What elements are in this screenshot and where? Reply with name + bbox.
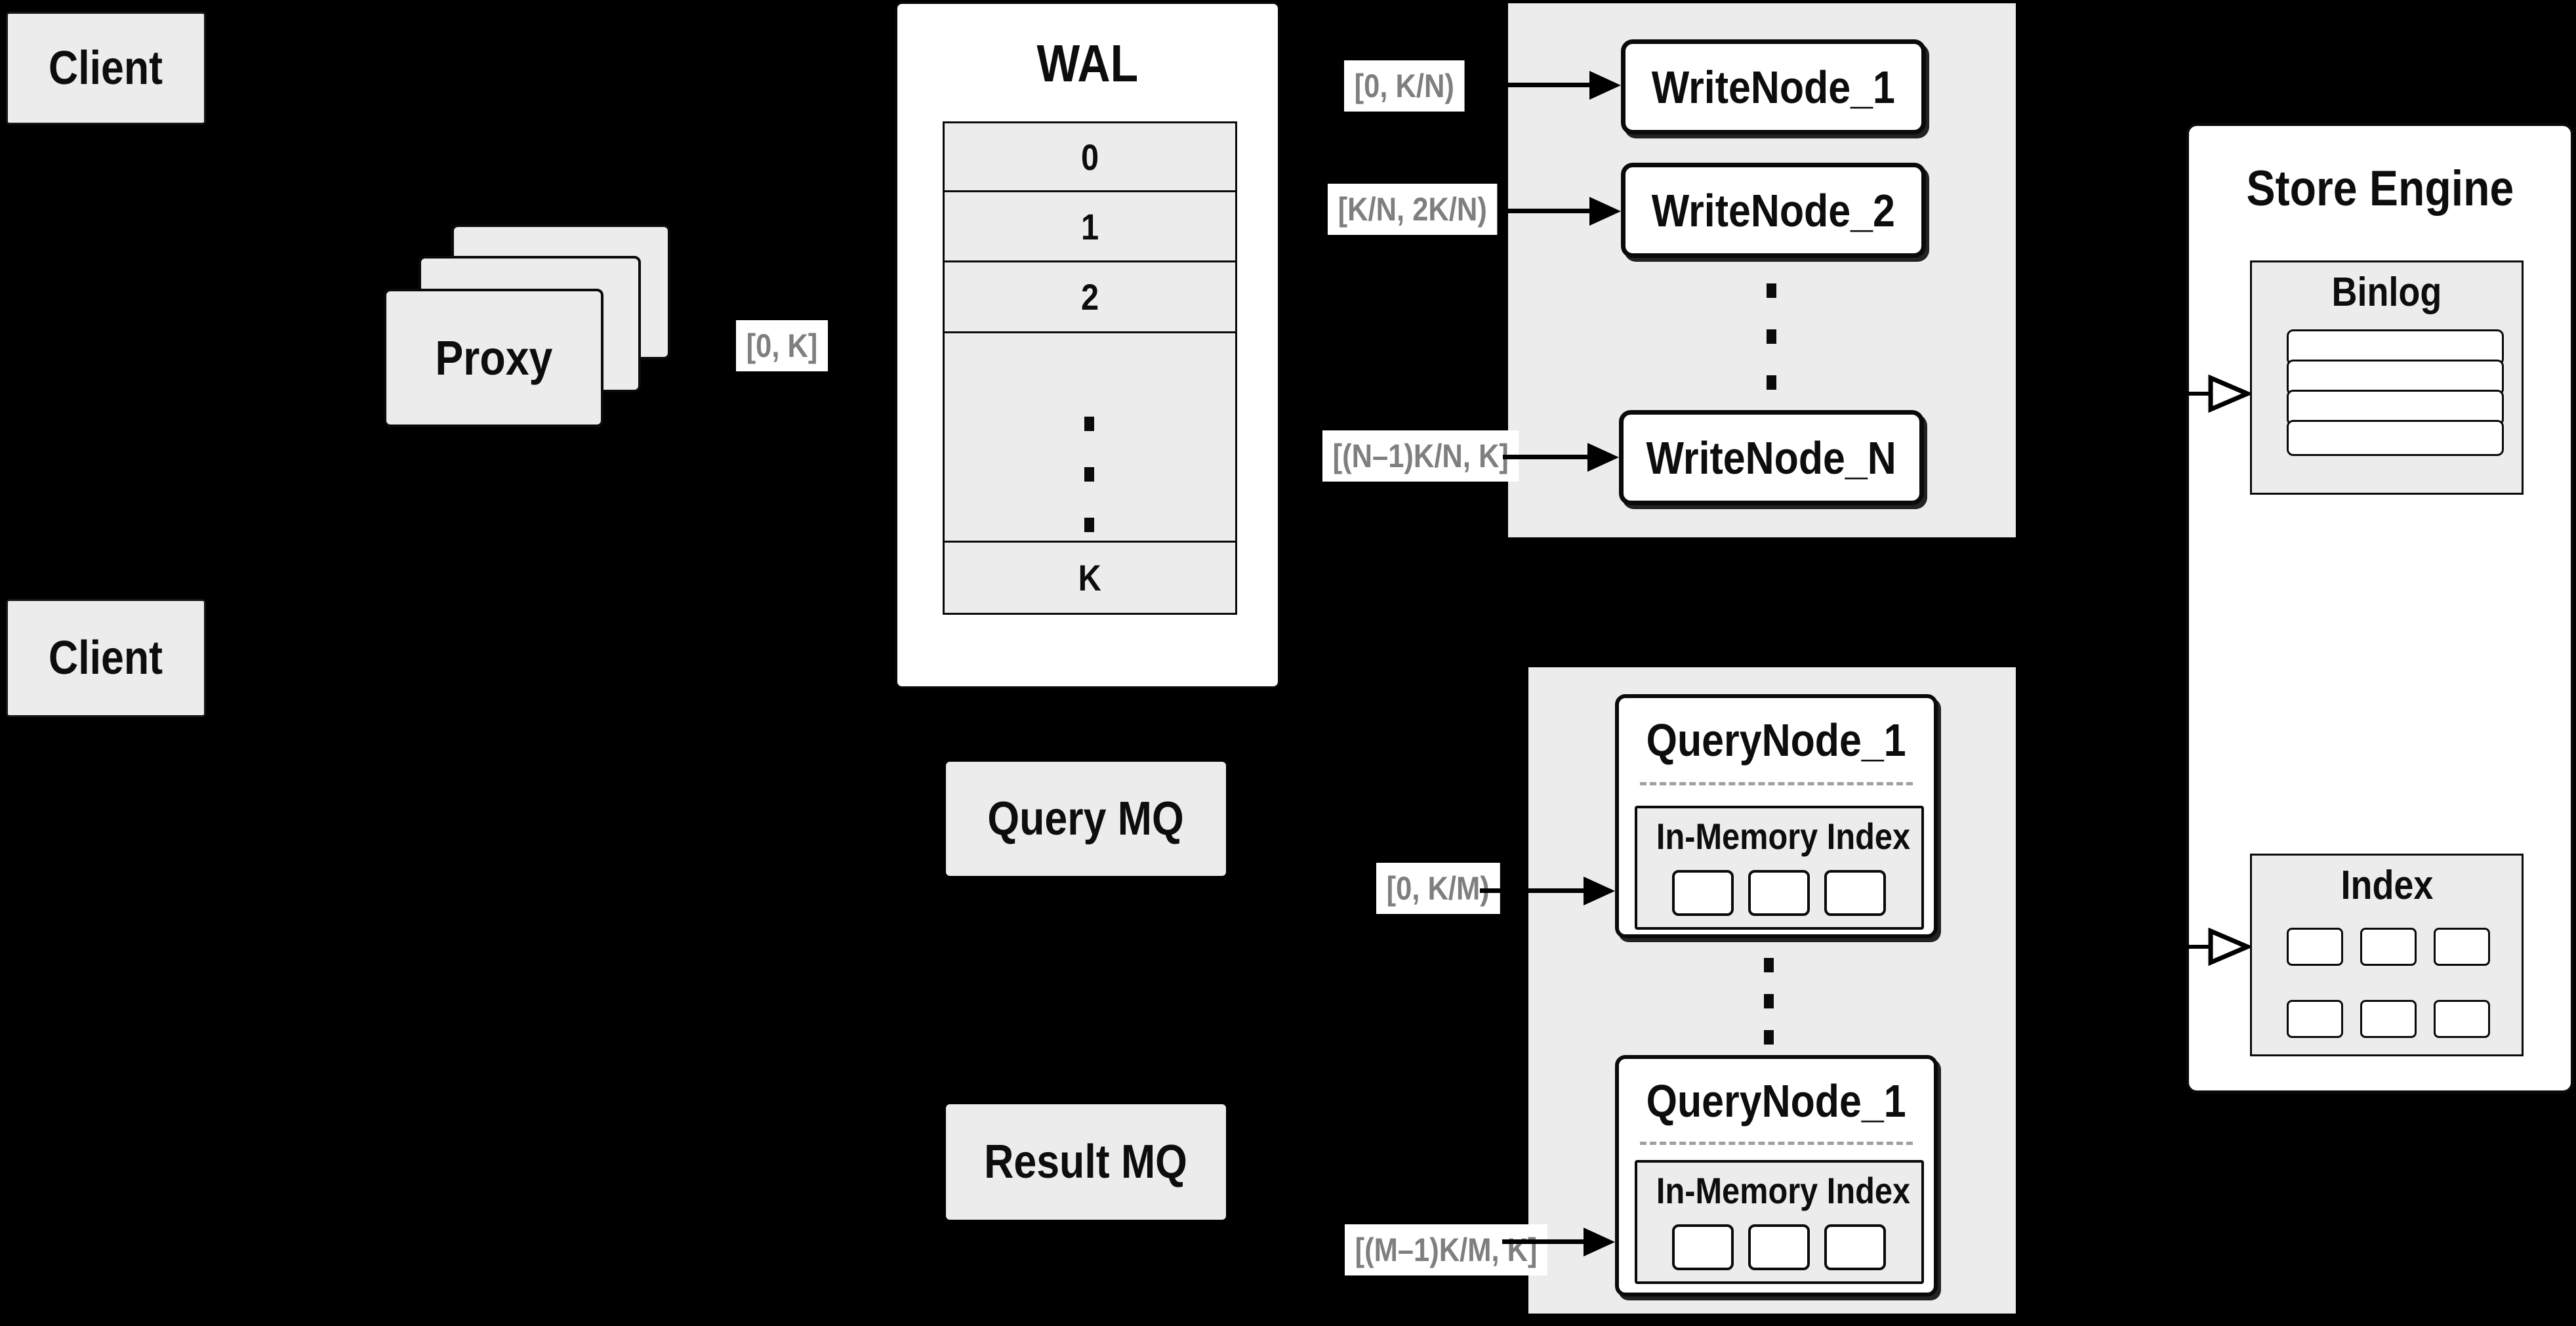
binlog-bar (2287, 420, 2504, 456)
arrow-to-query-node-1 (1480, 888, 1584, 893)
arrow-to-write-node-n (1503, 455, 1587, 459)
index-cell (2434, 1000, 2490, 1038)
in-memory-index-1-title: In-Memory Index (1656, 816, 1911, 857)
result-mq-label: Result MQ (984, 1136, 1188, 1188)
memory-segment (1672, 1224, 1734, 1270)
wal-segment-2: 2 (943, 260, 1237, 333)
range-label-write-node-2: [K/N, 2K/N) (1328, 184, 1498, 235)
arrow-to-query-node-2 (1502, 1239, 1584, 1244)
hollow-arrowhead-to-index (2208, 927, 2250, 966)
in-memory-index-1: In-Memory Index (1635, 806, 1924, 930)
write-node-ellipsis-dot (1767, 329, 1776, 344)
range-label-write-node-n: [(N–1)K/N, K] (1322, 430, 1519, 482)
in-memory-index-2: In-Memory Index (1635, 1160, 1924, 1284)
query-node-2-divider (1640, 1142, 1913, 1145)
client-bottom-label: Client (49, 632, 163, 684)
memory-segment (1824, 870, 1886, 916)
query-node-ellipsis-dot (1764, 994, 1774, 1008)
index-cell (2287, 928, 2343, 966)
query-node-ellipsis-dot (1764, 1030, 1774, 1045)
query-node-1: QueryNode_1 In-Memory Index (1615, 694, 1938, 938)
wal-box: WAL 0 1 2 K (895, 2, 1280, 688)
query-node-1-title: QueryNode_1 (1646, 715, 1906, 766)
wal-segment-0: 0 (943, 121, 1237, 192)
wal-ellipsis-row (943, 331, 1237, 543)
query-node-2-title: QueryNode_1 (1646, 1075, 1906, 1127)
proxy-label: Proxy (435, 331, 552, 385)
binlog-title: Binlog (2331, 270, 2442, 315)
range-label-proxy-to-wal: [0, K] (736, 320, 828, 371)
write-node-2: WriteNode_2 (1621, 163, 1926, 258)
range-label-query-node-2: [(M–1)K/M, K] (1345, 1224, 1548, 1275)
query-node-ellipsis-dot (1764, 958, 1774, 972)
range-label-query-node-1: [0, K/M) (1376, 863, 1500, 914)
memory-segment (1672, 870, 1734, 916)
arrow-to-index (2060, 945, 2212, 949)
store-engine-box: Store Engine Binlog Index (2186, 123, 2573, 1093)
memory-segment (1748, 870, 1810, 916)
hollow-arrowhead-to-binlog (2208, 374, 2250, 413)
client-box-bottom: Client (6, 599, 206, 717)
binlog-bar (2287, 360, 2504, 396)
arrow-to-write-node-1 (1480, 83, 1589, 87)
wal-segment-k: K (943, 541, 1237, 615)
arrowhead-to-query-node-2 (1584, 1228, 1615, 1256)
index-title: Index (2341, 863, 2433, 908)
memory-segment (1824, 1224, 1886, 1270)
index-cell (2287, 1000, 2343, 1038)
memory-segment (1748, 1224, 1810, 1270)
index-cell (2434, 928, 2490, 966)
client-top-label: Client (49, 42, 163, 94)
wal-ellipsis-dot (1084, 417, 1094, 431)
arrowhead-to-write-node-1 (1589, 71, 1621, 100)
write-node-1: WriteNode_1 (1621, 39, 1926, 135)
arrowhead-to-write-node-2 (1589, 197, 1621, 226)
wal-ellipsis-dot (1084, 467, 1094, 482)
arrowhead-to-query-node-1 (1584, 877, 1615, 905)
index-cell (2360, 928, 2417, 966)
query-mq-label: Query MQ (987, 793, 1185, 845)
write-node-n: WriteNode_N (1619, 410, 1924, 505)
write-node-ellipsis-dot (1767, 375, 1776, 390)
wal-title: WAL (1036, 34, 1139, 93)
query-node-2: QueryNode_1 In-Memory Index (1615, 1055, 1938, 1296)
write-node-ellipsis-dot (1767, 283, 1776, 298)
index-box: Index (2250, 854, 2524, 1056)
wal-ellipsis-dot (1084, 518, 1094, 532)
result-mq-box: Result MQ (946, 1104, 1226, 1220)
arrowhead-to-write-node-n (1587, 443, 1619, 472)
wal-segment-1: 1 (943, 190, 1237, 262)
index-cell (2360, 1000, 2417, 1038)
proxy-card-front: Proxy (384, 289, 603, 427)
query-node-1-divider (1640, 782, 1913, 785)
in-memory-index-2-title: In-Memory Index (1656, 1170, 1911, 1211)
store-engine-title: Store Engine (2246, 161, 2514, 217)
range-label-write-node-1: [0, K/N) (1344, 60, 1465, 112)
query-mq-box: Query MQ (946, 762, 1226, 876)
binlog-box: Binlog (2250, 260, 2524, 495)
arrow-to-write-node-2 (1498, 209, 1589, 213)
arrow-to-binlog (2060, 392, 2212, 396)
client-box-top: Client (6, 12, 206, 125)
